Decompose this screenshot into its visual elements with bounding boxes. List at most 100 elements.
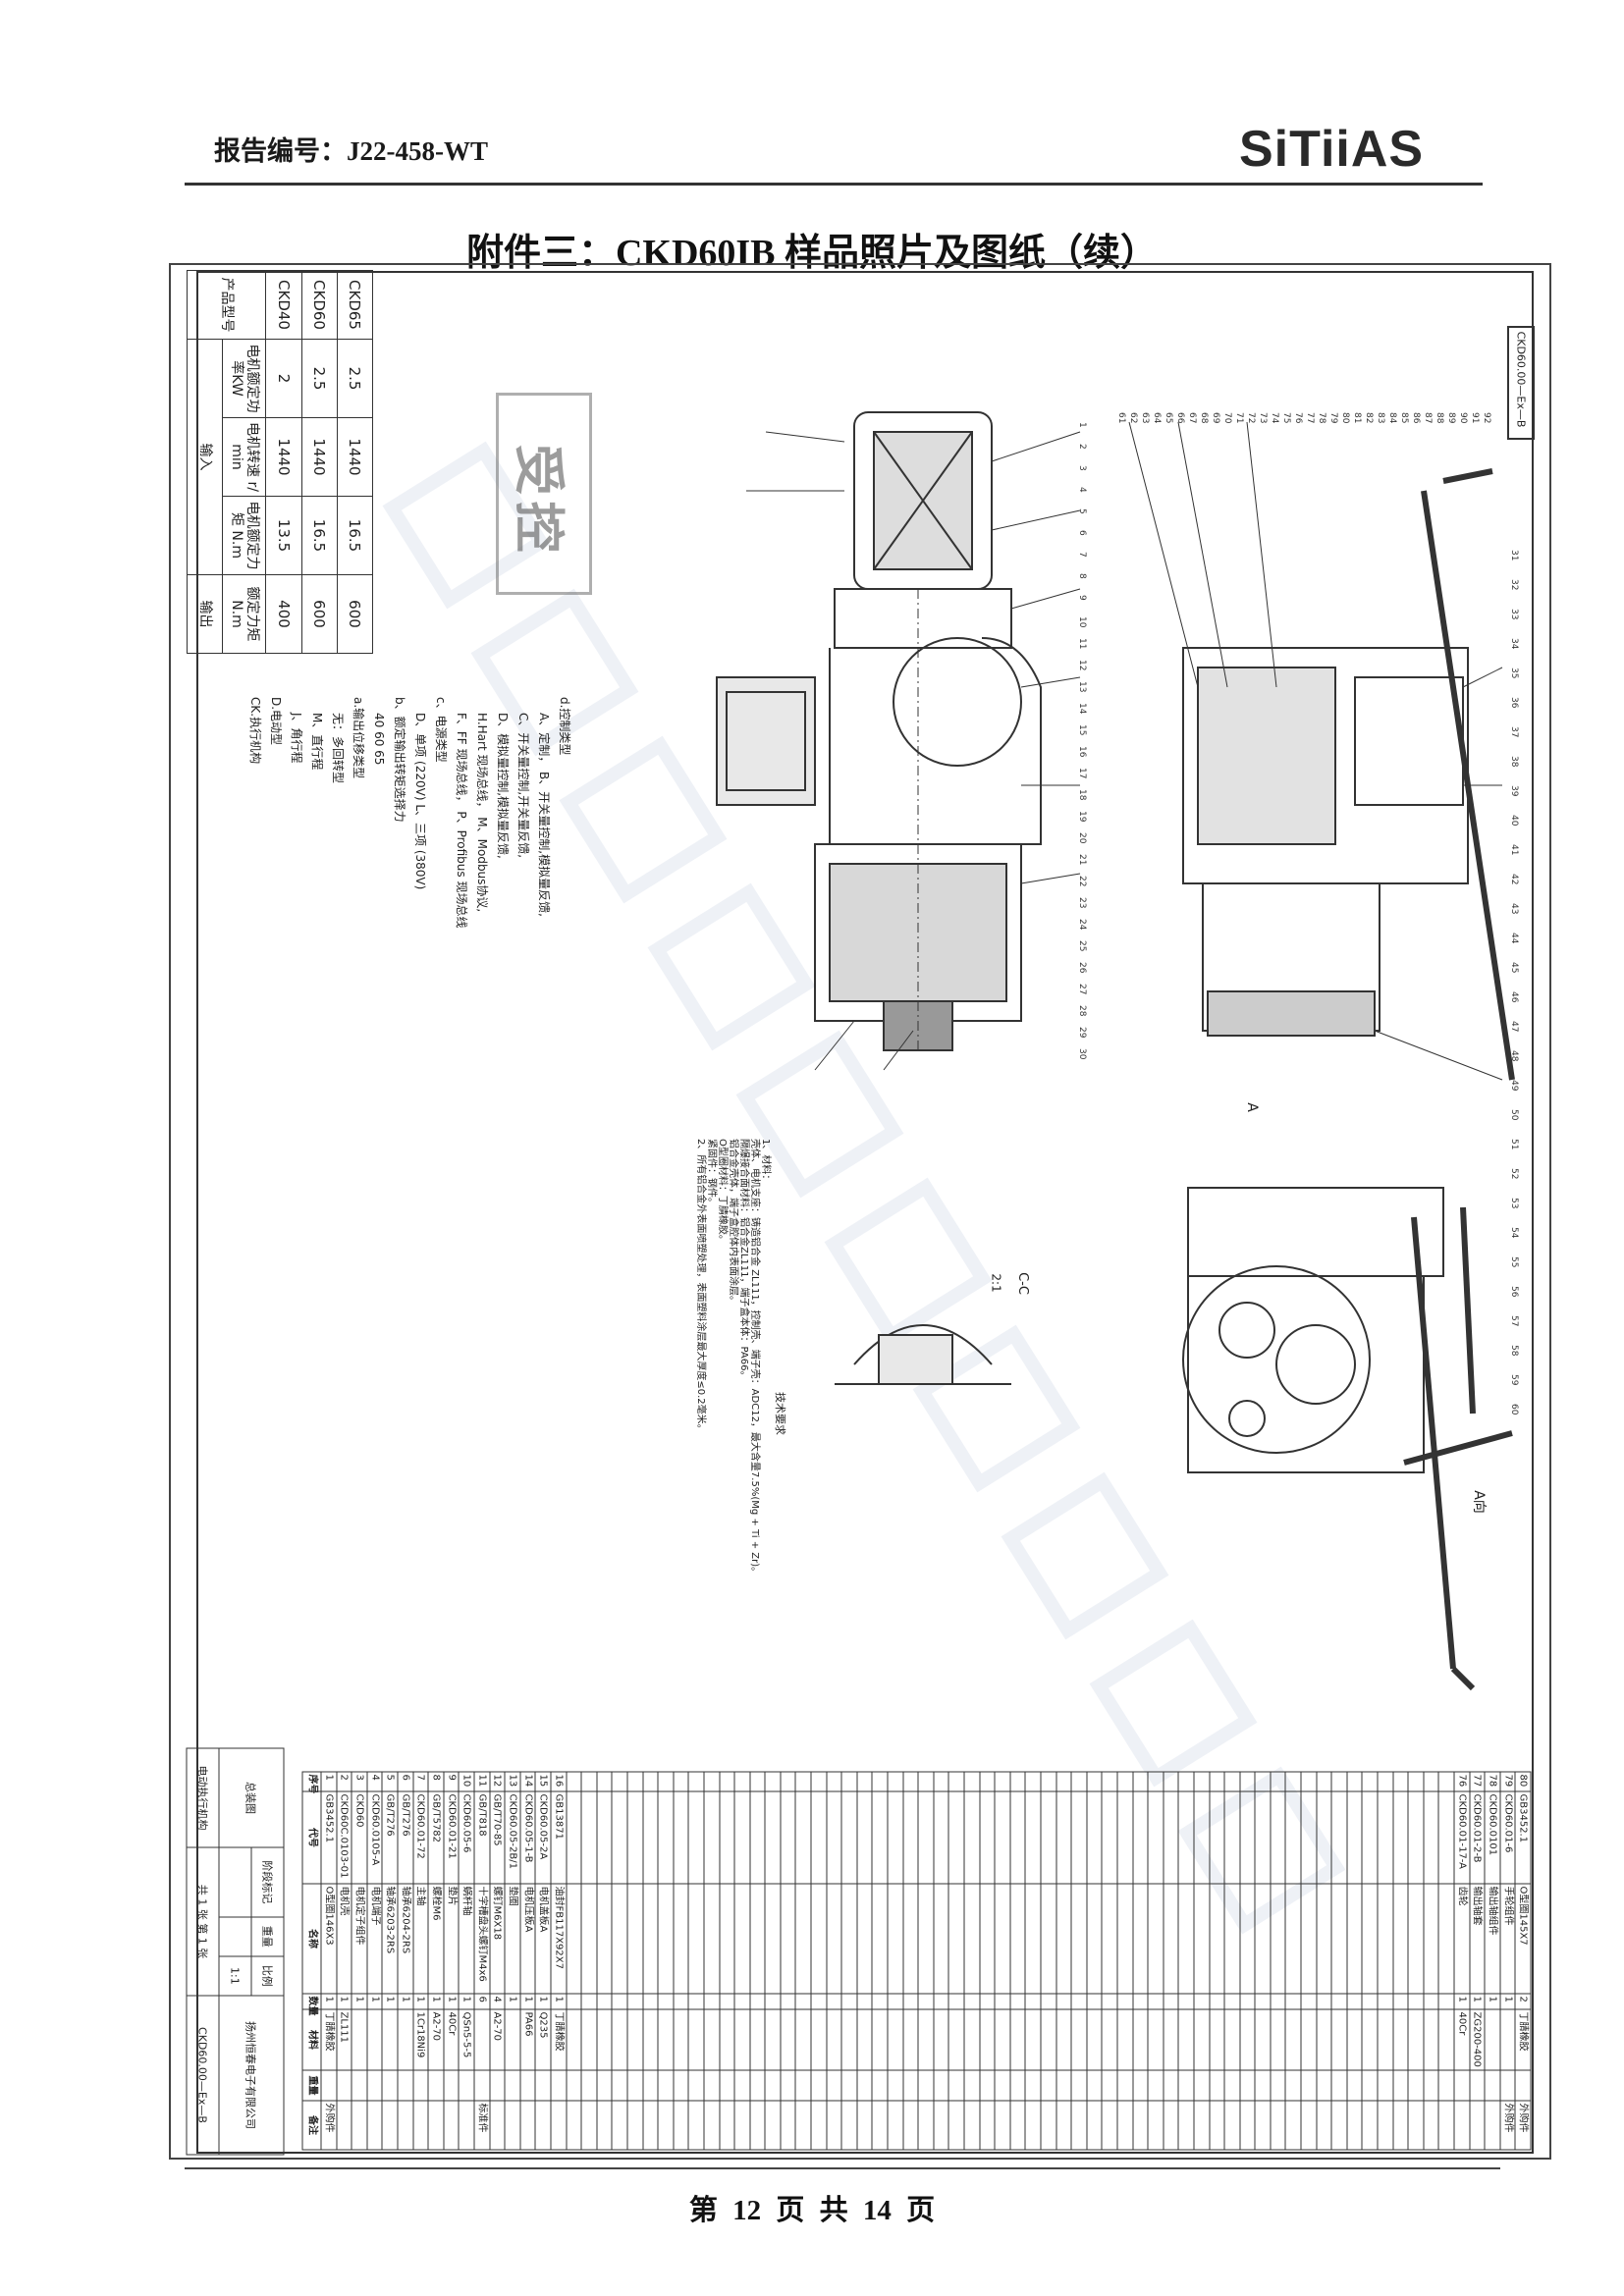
parts-cell-material: 丁腈橡胶 [321,2009,337,2070]
parts-cell-qty: 1 [551,1994,567,2009]
parts-cell-qty: 1 [382,1994,399,2009]
parts-cell [1301,2009,1317,2070]
parts-cell [1148,1994,1164,2009]
parts-cell [1102,2070,1117,2101]
parts-cell-weight [412,2070,429,2101]
parts-cell [1041,1791,1056,1884]
parts-cell [1102,1772,1117,1791]
parts-cell [872,1884,889,1994]
parts-cell [1392,2101,1409,2150]
parts-cell-material [505,2009,520,2070]
parts-cell-code: CKD60.01-72 [412,1791,429,1884]
parts-cell-qty: 1 [336,1994,352,2009]
parts-cell [1285,1791,1302,1884]
parts-cell-qty: 1 [505,1994,520,2009]
parts-cell [964,1772,980,1791]
part-balloon: 29 [1077,1027,1087,1039]
parts-row-empty [749,1772,766,2150]
parts-cell [1056,2070,1072,2101]
parts-cell-name: 十字槽盘头螺钉M4x6 [474,1884,490,1994]
parts-cell [872,2101,889,2150]
part-balloon: 73 [1258,412,1268,423]
parts-cell-name: O型圈146X3 [321,1884,337,1994]
parts-cell-material: A2-70 [428,2009,444,2070]
parts-cell-weight [366,2070,383,2101]
part-balloon: 46 [1509,991,1519,1003]
parts-cell-no: 16 [551,1772,567,1791]
parts-cell [1316,1791,1332,1884]
parts-cell-qty: 1 [321,1994,337,2009]
parts-cell [642,1994,659,2009]
parts-row-empty [566,1772,582,2150]
part-balloon: 4 [1077,487,1087,493]
parts-cell [918,2070,934,2101]
parts-cell [658,1791,674,1884]
parts-row-empty [1132,1772,1149,2150]
drawing-frame-outer [169,263,1551,2160]
parts-cell [1086,2070,1103,2101]
parts-cell-material: 40Cr [443,2009,460,2070]
part-balloon: 5 [1077,508,1087,514]
part-balloon: 62 [1128,412,1138,423]
parts-cell [703,1994,720,2009]
parts-row-empty [964,1772,980,2150]
parts-cell [703,1772,720,1791]
parts-cell [1116,2101,1133,2150]
part-balloon: 9 [1077,595,1087,601]
drawing-number-box: CKD60.00—Ex—B [1507,326,1535,440]
parts-cell [902,1791,919,1884]
bottom-view [1182,1187,1513,1691]
parts-cell-weight [1454,2070,1470,2101]
parts-cell [658,2009,674,2070]
parts-cell-code: CKD60.0101 [1485,1791,1500,1884]
parts-cell [734,1884,750,1994]
parts-cell [933,2101,949,2150]
parts-cell [1438,2101,1455,2150]
part-balloon: 22 [1077,876,1087,886]
parts-cell-code: CKD60.05-1-B [519,1791,536,1884]
parts-cell [795,2101,812,2150]
parts-row-empty [1209,1772,1225,2150]
parts-cell [1178,1994,1194,2009]
parts-cell [1086,1994,1103,2009]
part-balloon: 43 [1509,903,1519,914]
parts-cell [1270,2009,1286,2070]
parts-cell [933,1884,949,1994]
parts-cell [1378,2101,1393,2150]
parts-cell [626,1994,643,2009]
parts-cell [1071,1994,1087,2009]
parts-cell [596,2070,613,2101]
parts-cell [1362,2101,1379,2150]
part-balloon: 30 [1077,1048,1087,1060]
part-balloon: 61 [1116,412,1126,423]
parts-cell [1116,1772,1133,1791]
parts-cell [1316,2009,1332,2070]
parts-cell [856,2070,873,2101]
parts-cell-material: 40Cr [1454,2009,1470,2070]
parts-cell-material [1485,2009,1500,2070]
parts-cell-name: 电机定子组件 [352,1884,367,1994]
part-balloon: 76 [1293,412,1303,424]
part-balloon: 2 [1077,444,1087,450]
parts-cell [612,2009,627,2070]
parts-cell [1071,2101,1087,2150]
parts-cell-qty: 1 [443,1994,460,2009]
parts-cell [1041,1772,1056,1791]
parts-cell [1362,1791,1379,1884]
part-balloon: 32 [1509,579,1519,590]
parts-cell [1209,1884,1225,1994]
parts-row-empty [1086,1772,1103,2150]
parts-cell [1132,1884,1149,1994]
parts-cell [1331,1791,1347,1884]
parts-cell [1178,2070,1194,2101]
parts-cell [1224,2101,1240,2150]
parts-row-empty [1438,1772,1455,2150]
parts-header-name: 名称 [302,1884,322,1994]
part-balloon: 66 [1175,412,1185,424]
parts-cell-remark [1485,2101,1500,2150]
parts-cell-code: CKD60.0105-A [366,1791,383,1884]
parts-row-empty [1423,1772,1439,2150]
parts-row-empty [765,1772,781,2150]
